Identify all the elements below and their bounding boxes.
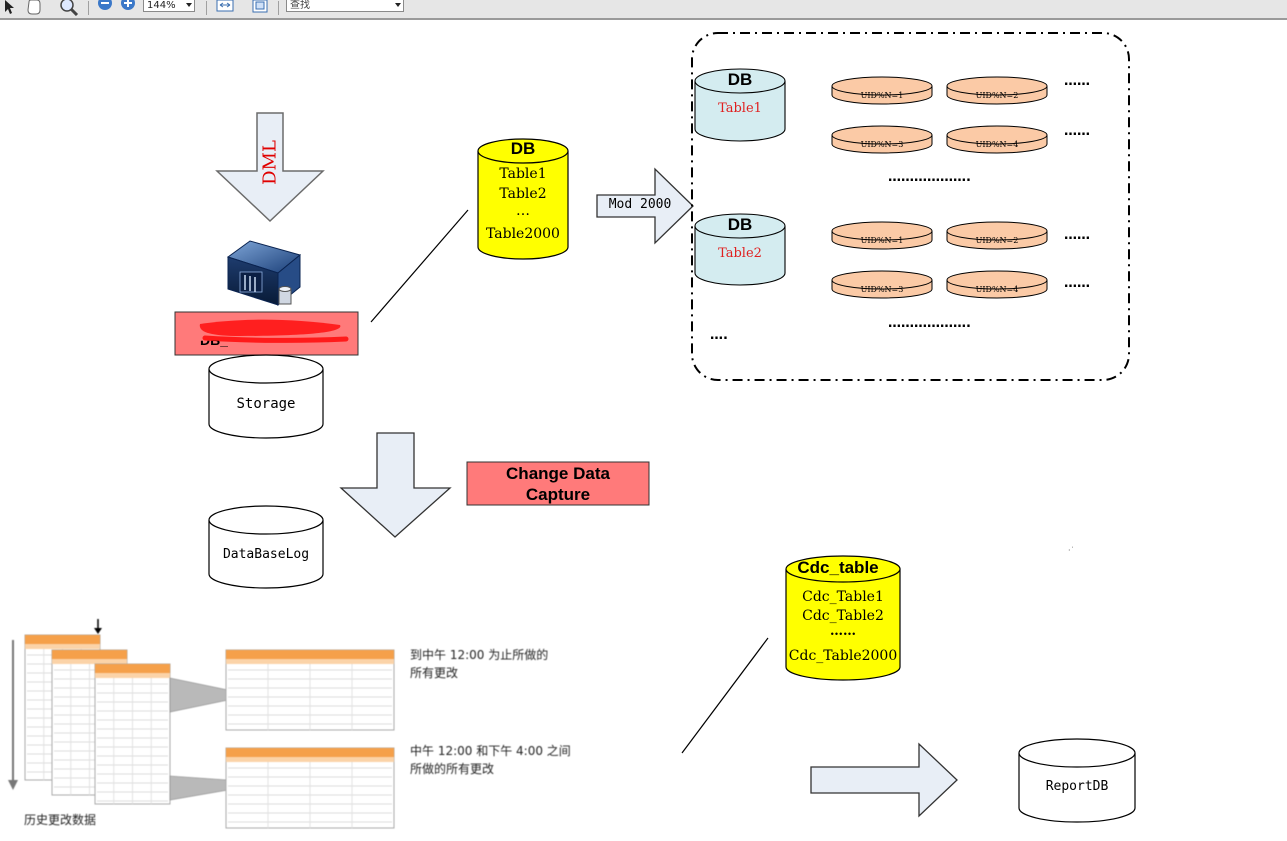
svg-text:·˙: ·˙ xyxy=(1068,546,1075,555)
ellipsis: ………………. xyxy=(888,170,971,185)
fit-width-icon[interactable] xyxy=(215,0,235,16)
connector-line xyxy=(370,209,469,323)
server-name-label: DB_ xyxy=(200,341,228,348)
cdc-table-item-1: Cdc_Table1 xyxy=(802,589,884,605)
partition-label: UID%N=2 xyxy=(975,91,1019,100)
zoom-out-icon[interactable] xyxy=(97,0,113,16)
cdc-table-ellipsis: …… xyxy=(830,624,856,639)
fit-page-icon[interactable] xyxy=(250,0,270,16)
source-db-table-ellipsis: … xyxy=(516,203,530,219)
history-illustration xyxy=(8,619,395,829)
hand-tool-icon[interactable] xyxy=(24,0,44,16)
cdc-label-box xyxy=(466,461,650,506)
select-tool-icon[interactable] xyxy=(2,0,16,16)
partition-disk xyxy=(946,221,1048,250)
find-dropdown-arrow-icon[interactable] xyxy=(395,3,401,7)
result-table xyxy=(225,747,395,829)
history-caption: 历史更改数据 xyxy=(24,813,97,827)
shard-container xyxy=(691,32,1130,381)
shard-db-table-1: Table1 xyxy=(718,101,762,116)
partition-disk xyxy=(831,125,933,154)
zoom-level-field[interactable]: 144% xyxy=(143,0,195,12)
history-sheet xyxy=(94,663,171,805)
partition-label: UID%N=3 xyxy=(860,140,904,149)
partition-label: UID%N=3 xyxy=(860,285,904,294)
redaction-scribble xyxy=(199,319,341,336)
ellipsis: …. xyxy=(710,328,728,343)
architecture-diagram: ·˙ xyxy=(8,32,1136,829)
ellipsis: …… xyxy=(1064,228,1090,243)
ellipsis: ………………. xyxy=(888,316,971,331)
mod-arrow xyxy=(596,167,694,245)
dml-down-arrow xyxy=(215,112,325,223)
partition-label: UID%N=4 xyxy=(975,140,1019,149)
ellipsis: …… xyxy=(1064,124,1090,139)
cdc-down-arrow xyxy=(339,432,452,538)
zoom-level-value: 144% xyxy=(147,0,176,11)
partition-label: UID%N=4 xyxy=(975,285,1019,294)
partition-label: UID%N=2 xyxy=(975,236,1019,245)
report-arrow xyxy=(810,742,958,818)
database-log-cylinder xyxy=(208,505,324,589)
viewer-toolbar: 144% 查找 xyxy=(0,0,1287,20)
partition-label: UID%N=1 xyxy=(860,236,904,245)
shard-db-cylinder-1 xyxy=(694,68,786,142)
source-db-table-2000: Table2000 xyxy=(486,226,560,242)
database-log-label: DataBaseLog xyxy=(222,547,310,562)
ellipsis: …… xyxy=(1064,74,1090,89)
storage-label: Storage xyxy=(236,396,296,412)
shard-db-cylinder-2 xyxy=(694,213,786,286)
connector-line-cdc xyxy=(681,637,769,754)
cdc-table-cylinder xyxy=(785,555,901,681)
database-server-icon xyxy=(226,240,302,307)
cdc-table-item-2: Cdc_Table2 xyxy=(802,608,884,624)
shard-db-title-1: DB xyxy=(727,70,753,89)
partition-disk xyxy=(831,76,933,105)
cdc-table-item-2000: Cdc_Table2000 xyxy=(788,648,898,664)
partition-disk xyxy=(831,270,933,299)
storage-cylinder xyxy=(208,354,324,439)
report-db-label: ReportDB xyxy=(1045,779,1109,794)
partition-disks xyxy=(831,76,1048,299)
dml-label: DML xyxy=(259,140,281,185)
shard-db-title-2: DB xyxy=(727,215,753,234)
ellipsis: …… xyxy=(1064,276,1090,291)
cdc-table-title: Cdc_table xyxy=(797,558,879,577)
partition-disk xyxy=(946,270,1048,299)
mod-label: Mod 2000 xyxy=(608,197,672,212)
zoom-in-icon[interactable] xyxy=(120,0,136,16)
partition-label: UID%N=1 xyxy=(860,91,904,100)
source-db-cylinder xyxy=(477,138,569,260)
cdc-label: Change Data Capture xyxy=(506,463,610,504)
partition-disk xyxy=(946,76,1048,105)
partition-disk xyxy=(946,125,1048,154)
source-db-table-1: Table1 xyxy=(499,166,547,182)
zoom-dropdown-arrow-icon[interactable] xyxy=(186,3,192,7)
partition-disk xyxy=(831,221,933,250)
find-input[interactable]: 查找 xyxy=(286,0,404,12)
source-db-title: DB xyxy=(510,139,536,158)
find-input-placeholder: 查找 xyxy=(290,0,310,11)
result-table xyxy=(225,649,395,731)
shard-db-table-2: Table2 xyxy=(718,246,762,261)
source-db-table-2: Table2 xyxy=(499,186,547,202)
zoom-tool-icon[interactable] xyxy=(58,0,80,17)
history-note-1: 到中午 12:00 为止所做的 所有更改 xyxy=(410,648,549,680)
history-note-2: 中午 12:00 和下午 4:00 之间 所做的所有更改 xyxy=(410,744,571,776)
report-db-cylinder xyxy=(1018,738,1136,823)
